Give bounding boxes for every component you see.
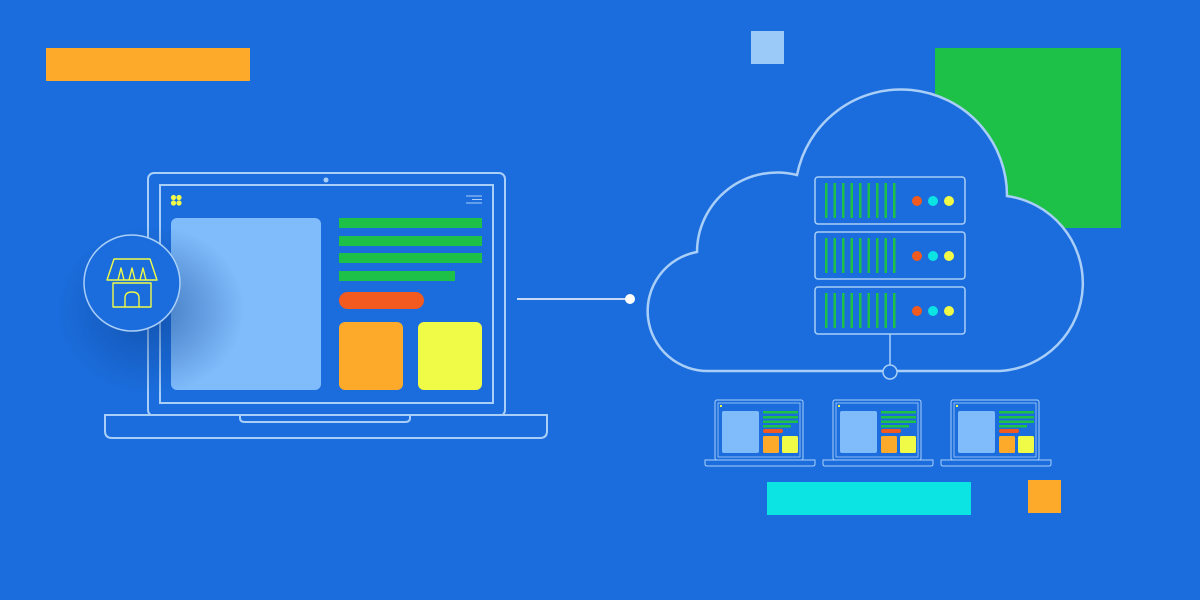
cloud-icon <box>646 88 1084 373</box>
server-vent <box>825 293 828 328</box>
connector-node <box>625 294 635 304</box>
server-vent <box>884 238 887 273</box>
webcam-icon <box>323 177 329 183</box>
laptop-base <box>104 414 548 439</box>
server-vent <box>893 238 896 273</box>
decor-orange-bar <box>46 48 250 81</box>
store-badge <box>55 225 245 395</box>
text-line <box>339 236 482 246</box>
laptop-notch <box>239 416 411 423</box>
server-vent <box>842 293 845 328</box>
server-unit <box>814 286 966 335</box>
status-light <box>912 306 922 316</box>
decor-cyan-bar <box>767 482 971 515</box>
server-vent <box>833 293 836 328</box>
app-logo-icon <box>170 194 182 206</box>
server-vent <box>842 238 845 273</box>
status-light <box>928 306 938 316</box>
status-light <box>912 251 922 261</box>
store-icon <box>106 258 158 308</box>
server-vent <box>833 238 836 273</box>
server-vent <box>859 183 862 218</box>
server-vent <box>825 238 828 273</box>
server-vent <box>850 238 853 273</box>
client-laptop <box>822 399 934 467</box>
server-vent <box>842 183 845 218</box>
server-vent <box>850 183 853 218</box>
status-light <box>928 251 938 261</box>
server-vent <box>867 293 870 328</box>
decor-orange-square <box>1028 480 1061 513</box>
text-line <box>339 218 482 228</box>
server-vent <box>833 183 836 218</box>
server-vent <box>867 183 870 218</box>
server-vent <box>850 293 853 328</box>
network-node <box>882 364 898 380</box>
server-unit <box>814 231 966 280</box>
server-vent <box>884 293 887 328</box>
server-unit <box>814 176 966 225</box>
hamburger-menu-icon <box>466 195 482 204</box>
status-light <box>912 196 922 206</box>
server-vent <box>867 238 870 273</box>
server-icon <box>814 231 966 280</box>
product-card-orange <box>339 322 403 390</box>
status-light <box>928 196 938 206</box>
cta-button <box>339 292 424 309</box>
server-vent <box>859 293 862 328</box>
server-vent <box>884 183 887 218</box>
server-rack <box>814 176 966 335</box>
server-icon <box>814 176 966 225</box>
product-card-yellow <box>418 322 482 390</box>
server-vent <box>859 238 862 273</box>
server-vent <box>876 183 879 218</box>
client-laptop <box>940 399 1052 467</box>
server-icon <box>814 286 966 335</box>
text-line <box>339 271 455 281</box>
status-light <box>944 251 954 261</box>
server-vent <box>876 238 879 273</box>
server-vent <box>825 183 828 218</box>
decor-pale-square <box>751 31 784 64</box>
server-vent <box>893 293 896 328</box>
text-line <box>339 253 482 263</box>
server-vent <box>893 183 896 218</box>
status-light <box>944 196 954 206</box>
server-vent <box>876 293 879 328</box>
status-light <box>944 306 954 316</box>
client-laptop <box>704 399 816 467</box>
